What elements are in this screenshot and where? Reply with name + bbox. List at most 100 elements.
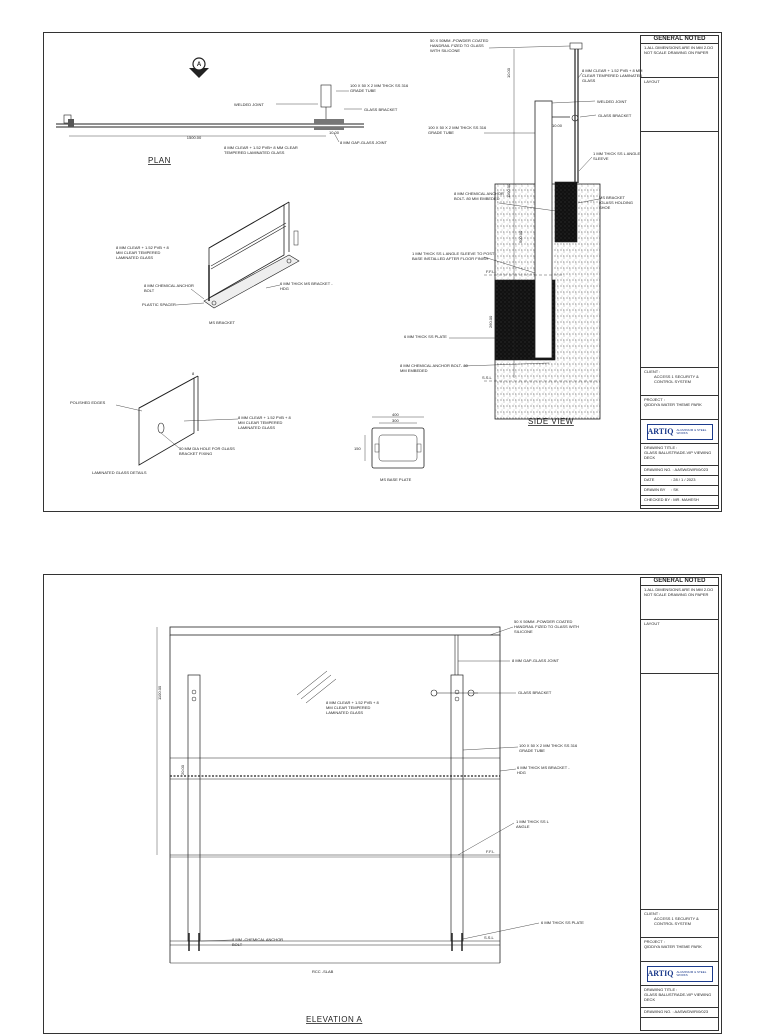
tb2-drawing-no: DRAWING NO. : AASW/DWR/0/023 [641, 1008, 718, 1018]
tb2-project-value: QIDDIYA WATER THEME PARK [644, 944, 702, 949]
tb1-drawn: DRAWN BY : SK [641, 486, 718, 496]
elev-angle-label: 1 MM THICK SS L ANGLE [516, 819, 549, 829]
iso-glass-label: 8 MM CLEAR + 1.52 PVB + 8 MM CLEAR TEMPE… [116, 245, 169, 260]
plan-title: PLAN [148, 156, 171, 165]
tb2-notes: 1.ALL DIMENSIONS ARE IN MM 2.DO NOT SCAL… [641, 586, 718, 620]
tb2-dt-value: GLASS BALUSTRADE-VIP VIEWING DECK [644, 992, 712, 1002]
plan-glass-bracket-label: GLASS BRACKET [364, 107, 398, 112]
tb2-blank [641, 674, 718, 910]
tb2-dt-label: DRAWING TITLE : [644, 987, 678, 992]
tb1-drawn-label: DRAWN BY [644, 487, 666, 492]
tb1-logo: ARTIQ ALUMINIUM & STEEL WORKS [641, 420, 718, 444]
elev-ffl: F.F.L [486, 849, 495, 854]
tb1-date-value: : 28 / 1 / 2023 [671, 477, 696, 482]
tb1-dt-value: GLASS BALUSTRADE-VIP VIEWING DECK [644, 450, 712, 460]
title-block-2: GENERAL NOTED 1.ALL DIMENSIONS ARE IN MM… [640, 577, 719, 1031]
plan-gap-label: 8 MM GAP-GLASS JOINT [340, 140, 387, 145]
logo-name-2: ARTIQ [647, 969, 674, 978]
side-dim-2: 1100.00 [506, 183, 511, 198]
elev-handrail-label: 50 X 50MM -POWDER COATED HANDRAIL FIZED … [514, 619, 580, 634]
elev-gap-label: 8 MM GAP-GLASS JOINT [512, 658, 559, 663]
elev-slab-label: RCC -SLAB [312, 969, 334, 974]
plan-view: 1500.00 10.00 WELDED JOINT 100 X 50 X 2 … [56, 83, 409, 165]
plan-dim-2: 10.00 [329, 130, 340, 135]
tb1-client: CLIENT : ACCESS 1 SECURITY & CONTROL SYS… [641, 368, 718, 396]
side-ffl: F.F.L [486, 269, 495, 274]
side-bracket-label: GLASS BRACKET [598, 113, 632, 118]
side-dim-3: 500.00 [518, 230, 523, 243]
sheet-1-drawing: A 1500.00 10.00 WELDED JOINT 100 X 50 X … [56, 38, 643, 482]
bp-caption: MS BASE PLATE [380, 477, 412, 482]
side-tube-label: 100 X 50 X 2 MM THICK SS 316 GRADE TUBE [428, 125, 487, 135]
tb1-project: PROJECT : QIDDIYA WATER THEME PARK [641, 396, 718, 420]
company-logo-2: ARTIQ ALUMINIUM & STEEL WORKS [646, 965, 713, 982]
tb1-date-label: DATE [644, 477, 655, 482]
lam-dim: 8 [192, 371, 195, 376]
tb1-date: DATE : 28 / 1 / 2023 [641, 476, 718, 486]
side-ssl: S.S.L [482, 375, 493, 380]
lam-polished-label: POLISHED EDGES [70, 400, 106, 405]
elevation-view: 1100.00 20.00 50 X 50MM -POWDER COATED H… [156, 619, 584, 1024]
plan-tube-label: 100 X 50 X 2 MM THICK SS 316 GRADE TUBE [350, 83, 409, 93]
section-marker-a: A [189, 57, 209, 78]
ms-base-plate: 400 300 150 MS BASE PLATE [354, 412, 425, 482]
side-ms-bracket-label: MS BRACKET (GLASS HOLDING SHOE [599, 195, 634, 210]
tb1-client-value: ACCESS 1 SECURITY & CONTROL SYSTEM [654, 374, 699, 384]
side-dim-1: 10.00 [506, 67, 511, 78]
side-chem-anchor-label: 8 MM CHEMICAL ANCHOR BOLT- 80 MM EMBEDED [454, 191, 504, 201]
title-block-1: GENERAL NOTED 1.ALL DIMENSIONS ARE IN MM… [640, 35, 719, 509]
side-angle-sleeve-label: 1 MM THICK SS L ANGLE SLEEVE [593, 151, 641, 161]
elev-ss-plate-label: 6 MM THICK SS PLATE [541, 920, 584, 925]
side-ss-plate-label: 6 MM THICK SS PLATE [404, 334, 447, 339]
elev-dim-1: 1100.00 [157, 685, 162, 700]
elev-anchor-label: 8 MM -CHEMICAL ANCHOR BOLT [232, 937, 284, 947]
tb1-client-label: CLIENT : [644, 369, 661, 374]
logo-sub: ALUMINIUM & STEEL WORKS [676, 427, 707, 435]
side-view: 10.00 1100.00 500.00 260.00 10.00 50 X 5… [400, 38, 643, 426]
tb2-client-label: CLIENT : [644, 911, 661, 916]
elev-glass-label: 8 MM CLEAR + 1.52 PVB + 8 MM CLEAR TEMPE… [326, 700, 379, 715]
plan-glass-label: 8 MM CLEAR + 1.52 PVB+ 8 MM CLEAR TEMPER… [224, 145, 298, 155]
plan-dim-1: 1500.00 [187, 135, 202, 140]
lam-hole-label: 50 MM DIA HOLE FOR GLASS BRACKET FIXING [179, 446, 235, 456]
iso-bracket-label: 6 MM THICK MS BRACKET -HDG [280, 281, 333, 291]
tb2-project-label: PROJECT : [644, 939, 665, 944]
tb1-drawing-no: DRAWING NO. : AASW/DWR/0/023 [641, 466, 718, 476]
elev-tube-label: 100 X 50 X 2 MM THICK SS 316 GRADE TUBE [519, 743, 578, 753]
tb1-notes: 1.ALL DIMENSIONS ARE IN MM 2.DO NOT SCAL… [641, 44, 718, 78]
drawing-sheet-1: A 1500.00 10.00 WELDED JOINT 100 X 50 X … [43, 32, 722, 512]
elev-bracket-label: GLASS BRACKET [518, 690, 552, 695]
tb1-checked: CHECKED BY : MR. MAHESH [641, 496, 718, 506]
bp-dim-3: 150 [354, 446, 361, 451]
drawing-sheet-2: 1100.00 20.00 50 X 50MM -POWDER COATED H… [43, 574, 722, 1034]
tb1-blank [641, 132, 718, 368]
tb1-project-label: PROJECT : [644, 397, 665, 402]
lam-caption: LAMINATED GLASS DETAILS [92, 470, 147, 475]
tb2-drawing-title: DRAWING TITLE : GLASS BALUSTRADE-VIP VIE… [641, 986, 718, 1008]
iso-ms-bracket-label: MS BRACKET [209, 320, 236, 325]
tb1-checked-value: : MR. MAHESH [671, 497, 699, 502]
iso-anchor-label: 8 MM CHEMICAL ANCHOR BOLT [144, 283, 194, 293]
side-handrail-label: 50 X 50MM -POWDER COATED HANDRAIL FIZED … [430, 38, 489, 53]
side-dim-4: 260.00 [488, 315, 493, 328]
tb1-project-value: QIDDIYA WATER THEME PARK [644, 402, 702, 407]
bp-dim-1: 400 [392, 412, 399, 417]
company-logo: ARTIQ ALUMINIUM & STEEL WORKS [646, 423, 713, 440]
iso-spacer-label: PLASTIC SPACER [142, 302, 176, 307]
plan-welded-joint-label: WELDED JOINT [234, 102, 264, 107]
lam-glass-label: 8 MM CLEAR + 1.52 PVB + 8 MM CLEAR TEMPE… [238, 415, 291, 430]
elev-dim-2: 20.00 [180, 764, 185, 775]
tb1-drawing-title: DRAWING TITLE : GLASS BALUSTRADE-VIP VIE… [641, 444, 718, 466]
side-anchor2-label: 8 MM CHEMICAL ANCHOR BOLT- 80 MM EMBEDED [400, 363, 468, 373]
tb1-dt-label: DRAWING TITLE : [644, 445, 678, 450]
sheet-2-drawing: 1100.00 20.00 50 X 50MM -POWDER COATED H… [156, 619, 584, 1024]
side-dim-5: 10.00 [552, 123, 563, 128]
elev-ssl: S.S.L [484, 935, 495, 940]
side-welded-label: WELDED JOINT [597, 99, 627, 104]
laminated-glass-detail: 8 POLISHED EDGES 8 MM CLEAR + 1.52 PVB +… [70, 371, 291, 475]
tb1-heading: GENERAL NOTED [641, 36, 718, 44]
side-glass-label: 8 MM CLEAR + 1.52 PVB + 8 MM CLEAR TEMPE… [582, 68, 643, 83]
tb1-checked-label: CHECKED BY [644, 497, 671, 502]
tb2-client-value: ACCESS 1 SECURITY & CONTROL SYSTEM [654, 916, 699, 926]
tb1-layout: LAYOUT [641, 78, 718, 132]
